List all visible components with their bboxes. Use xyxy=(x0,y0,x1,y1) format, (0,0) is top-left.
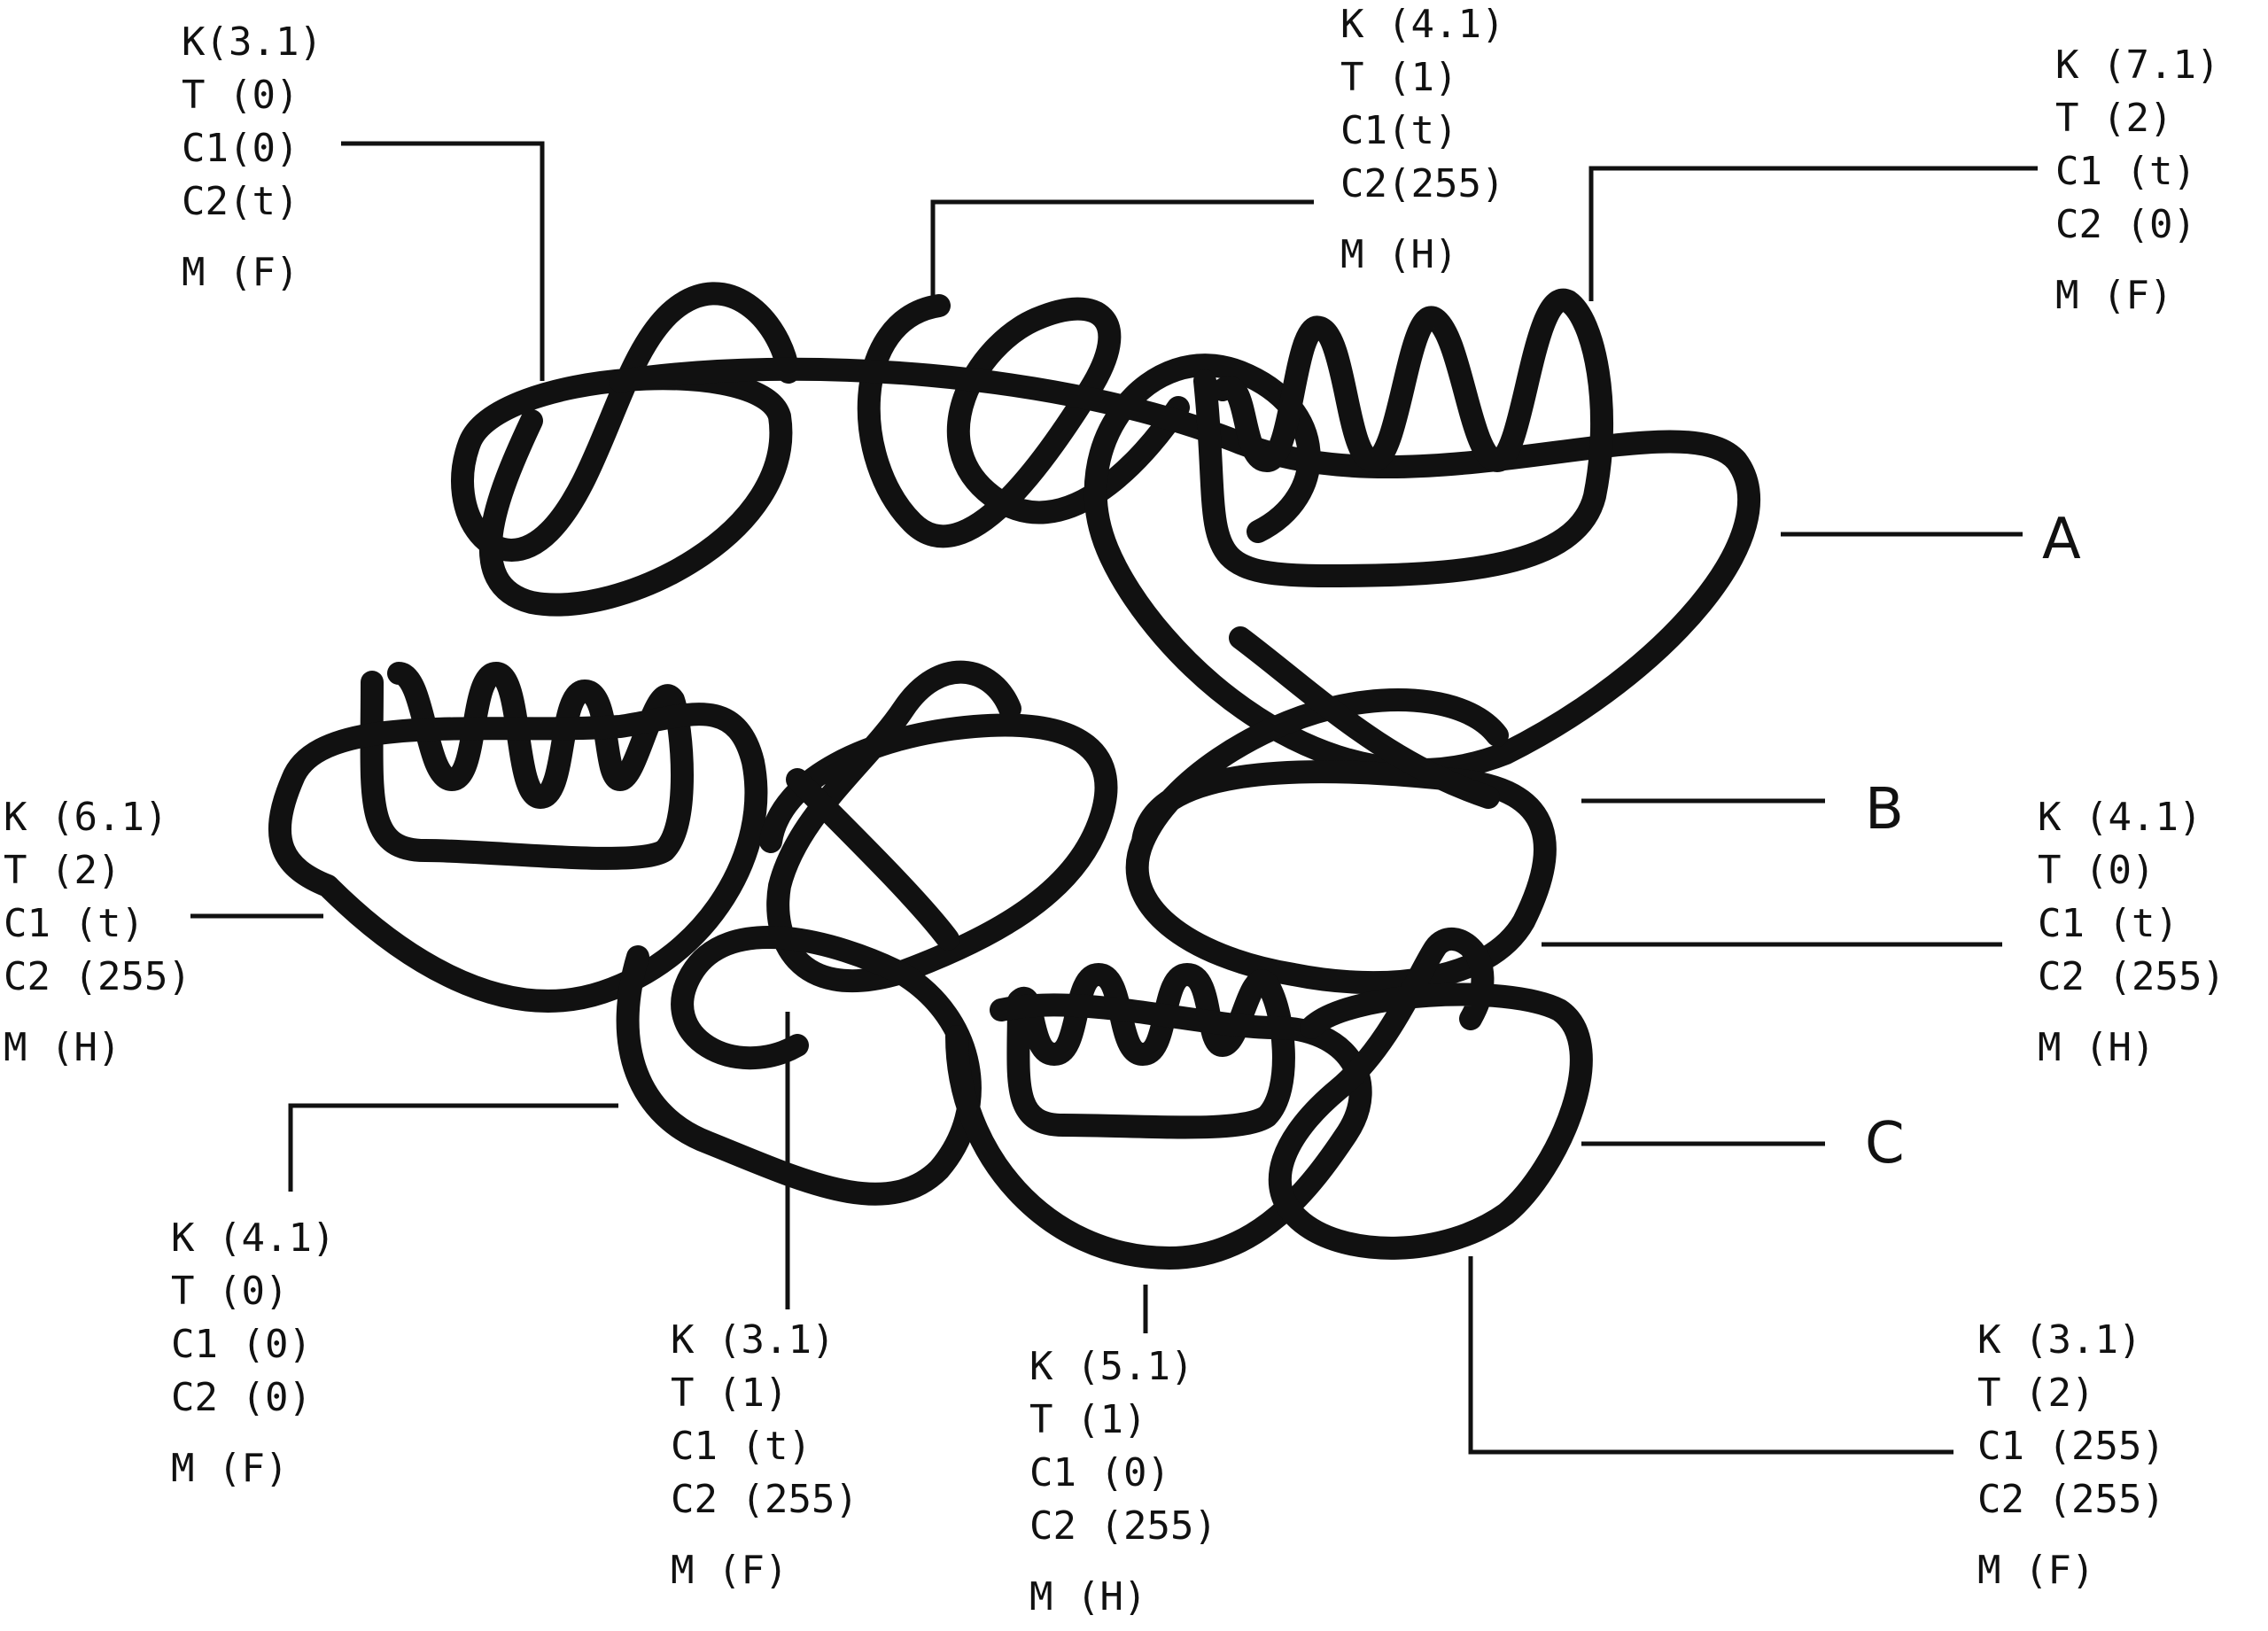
annotation-bottom-left: K (4.1) T (0) C1 (0) C2 (0) M (F) xyxy=(171,1215,335,1491)
annotation-line: C2 (255) xyxy=(2038,954,2225,999)
annotation-top-center: K (4.1) T (1) C1(t) C2(255) M (H) xyxy=(1340,2,1504,277)
annotation-line: K (7.1) xyxy=(2055,43,2219,88)
annotation-line: M (H) xyxy=(1340,232,1457,277)
annotation-line: K (3.1) xyxy=(1977,1317,2141,1363)
annotation-line: T (1) xyxy=(1340,55,1457,100)
leader-lines xyxy=(190,141,2038,1455)
annotation-line: C1 (t) xyxy=(671,1424,812,1469)
annotation-bottom-center-2: K (5.1) T (1) C1 (0) C2 (255) M (H) xyxy=(1029,1344,1217,1619)
annotation-line: M (H) xyxy=(2038,1025,2155,1070)
annotation-line: C2 (255) xyxy=(1977,1477,2165,1522)
annotation-top-right: K (7.1) T (2) C1 (t) C2 (0) M (F) xyxy=(2055,43,2219,318)
annotation-line: K (3.1) xyxy=(671,1317,835,1363)
annotation-line: T (1) xyxy=(1029,1397,1146,1442)
annotation-line: K (4.1) xyxy=(2038,795,2202,840)
annotation-line: C1(0) xyxy=(182,126,299,171)
annotation-mid-left: K (6.1) T (2) C1 (t) C2 (255) M (H) xyxy=(4,795,191,1070)
annotation-line: T (2) xyxy=(2055,96,2172,141)
annotation-line: K(3.1) xyxy=(182,19,322,65)
knot-connector-2 xyxy=(1229,626,1500,809)
annotation-line: K (4.1) xyxy=(1340,2,1504,47)
annotation-line: M (F) xyxy=(182,250,299,295)
annotation-line: T (2) xyxy=(1977,1371,2094,1416)
annotation-line: C2 (255) xyxy=(1029,1503,1217,1549)
annotation-mid-right: K (4.1) T (0) C1 (t) C2 (255) M (H) xyxy=(2038,795,2225,1070)
knot-band-a xyxy=(609,353,1760,782)
annotation-line: K (5.1) xyxy=(1029,1344,1193,1389)
annotation-line: C1 (0) xyxy=(1029,1450,1170,1495)
knot-top-left xyxy=(451,282,800,617)
annotation-line: C2 (0) xyxy=(171,1375,312,1420)
knot-drawing xyxy=(268,282,1760,1270)
knot-connector-1 xyxy=(786,768,959,951)
annotation-line: M (F) xyxy=(671,1548,788,1593)
annotation-line: C2 (255) xyxy=(4,954,191,999)
knot-top-center xyxy=(857,294,1190,548)
knot-mid-left-loop xyxy=(268,703,768,1013)
annotation-line: C1(t) xyxy=(1340,108,1457,153)
knot-band-b xyxy=(1125,688,1557,995)
annotation-top-left: K(3.1) T (0) C1(0) C2(t) M (F) xyxy=(182,19,322,295)
annotation-line: T (2) xyxy=(4,848,120,893)
knot-center xyxy=(759,660,1118,993)
annotation-line: C1 (t) xyxy=(2038,901,2179,946)
leader-top-right xyxy=(1588,166,2038,301)
annotation-line: M (F) xyxy=(2055,273,2172,318)
annotation-line: C1 (0) xyxy=(171,1322,312,1367)
annotation-line: T (1) xyxy=(671,1371,788,1416)
annotation-line: M (F) xyxy=(1977,1548,2094,1593)
annotation-line: T (0) xyxy=(2038,848,2155,893)
leader-bottom-right xyxy=(1468,1256,1953,1455)
annotation-line: T (0) xyxy=(182,73,299,118)
knot-bottom-center xyxy=(945,993,1372,1270)
annotation-line: C2(255) xyxy=(1340,161,1504,206)
annotation-line: M (F) xyxy=(171,1446,288,1491)
annotation-line: M (H) xyxy=(1029,1574,1146,1619)
knot-band-c xyxy=(1268,928,1593,1260)
annotation-bottom-center-1: K (3.1) T (1) C1 (t) C2 (255) M (F) xyxy=(671,1317,858,1593)
annotation-line: C1 (t) xyxy=(2055,149,2196,194)
annotation-line: T (0) xyxy=(171,1269,288,1314)
row-letter-c: C xyxy=(1865,1111,1905,1177)
annotation-line: C1 (255) xyxy=(1977,1424,2165,1469)
row-letter-b: B xyxy=(1865,777,1904,843)
leader-bottom-left xyxy=(288,1103,618,1192)
annotation-line: K (4.1) xyxy=(171,1215,335,1261)
row-letter-a: A xyxy=(2042,507,2081,572)
row-letters: A B C xyxy=(1865,507,2081,1177)
leader-top-left xyxy=(341,141,545,381)
annotation-bottom-right: K (3.1) T (2) C1 (255) C2 (255) M (F) xyxy=(1977,1317,2165,1593)
annotation-line: C1 (t) xyxy=(4,901,144,946)
annotation-line: M (H) xyxy=(4,1025,120,1070)
annotation-line: C2 (255) xyxy=(671,1477,858,1522)
knot-mid-left-coil xyxy=(360,662,694,870)
annotation-line: C2 (0) xyxy=(2055,202,2196,247)
knot-top-right-coil xyxy=(1193,288,1613,587)
annotation-line: C2(t) xyxy=(182,179,299,224)
annotation-line: K (6.1) xyxy=(4,795,167,840)
leader-top-center xyxy=(930,199,1314,310)
